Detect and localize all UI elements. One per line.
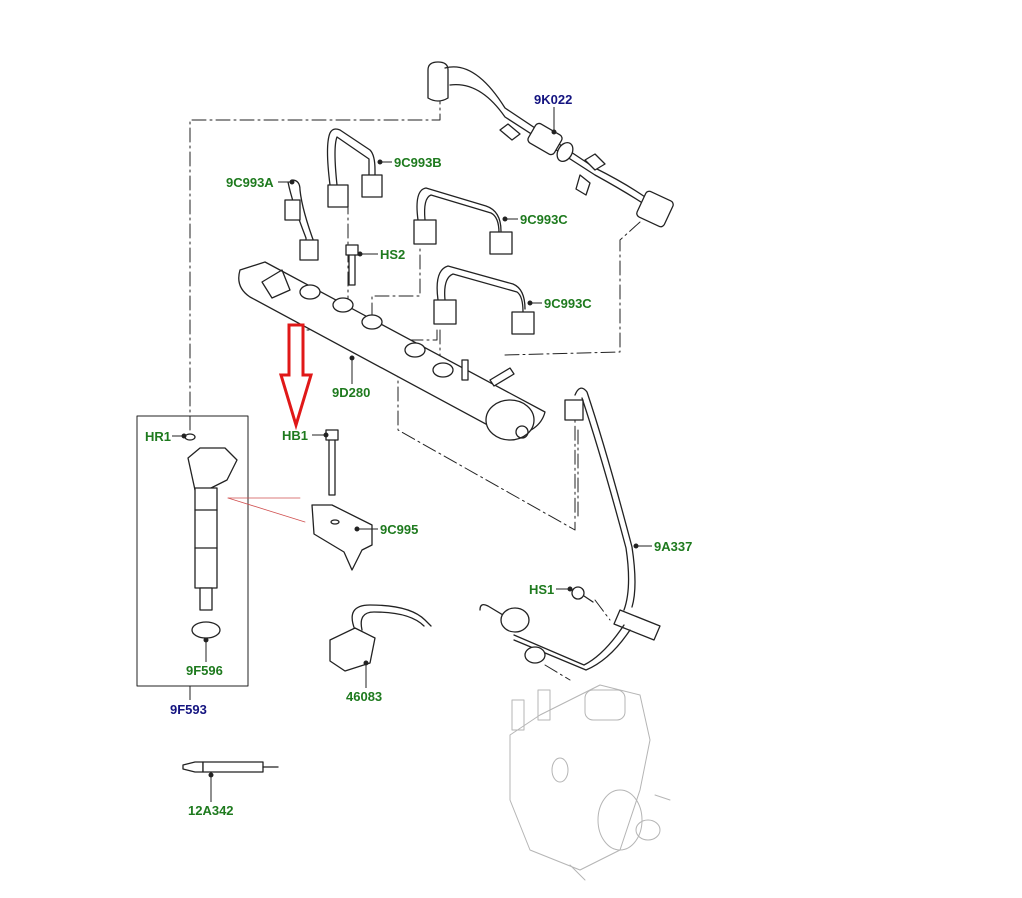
- sensor-harness[interactable]: [329, 604, 432, 672]
- label-9c993c-upper[interactable]: 9C993C: [520, 212, 568, 227]
- label-9a337[interactable]: 9A337: [654, 539, 693, 554]
- glow-plug[interactable]: [182, 761, 279, 773]
- highlight-arrow: [278, 323, 314, 431]
- clamp-reference-line: [227, 497, 306, 523]
- pipe-bracket-bolt[interactable]: [571, 586, 594, 603]
- label-9f596[interactable]: 9F596: [186, 663, 223, 678]
- injector-assembly-frame: [136, 415, 249, 687]
- high-pressure-pump[interactable]: [509, 684, 671, 881]
- label-9c993b[interactable]: 9C993B: [394, 155, 442, 170]
- injector-pipe-c-upper[interactable]: [413, 187, 513, 255]
- injector-pipe-a[interactable]: [284, 179, 319, 261]
- label-9c995[interactable]: 9C995: [380, 522, 419, 537]
- pump-to-rail-pipe[interactable]: [479, 387, 661, 671]
- label-9k022[interactable]: 9K022: [534, 92, 573, 107]
- fuel-injector[interactable]: [184, 433, 238, 639]
- fuel-supply-manifold[interactable]: [427, 61, 675, 228]
- injector-pipe-c-lower[interactable]: [433, 265, 535, 335]
- leader-lines: [172, 107, 652, 802]
- injector-pipe-b[interactable]: [326, 128, 383, 208]
- fuel-rail[interactable]: [238, 261, 546, 441]
- label-hs1[interactable]: HS1: [529, 582, 555, 597]
- label-12a342[interactable]: 12A342: [188, 803, 234, 818]
- injector-clamp[interactable]: [311, 504, 373, 571]
- rail-bolt-hs2[interactable]: [345, 244, 359, 286]
- label-hr1[interactable]: HR1: [145, 429, 172, 444]
- label-9c993c-lower[interactable]: 9C993C: [544, 296, 592, 311]
- label-9c993a[interactable]: 9C993A: [226, 175, 274, 190]
- label-9d280[interactable]: 9D280: [332, 385, 371, 400]
- label-46083[interactable]: 46083: [346, 689, 383, 704]
- label-hb1[interactable]: HB1: [282, 428, 309, 443]
- label-hs2[interactable]: HS2: [380, 247, 406, 262]
- clamp-bolt[interactable]: [325, 429, 339, 496]
- label-9f593[interactable]: 9F593: [170, 702, 207, 717]
